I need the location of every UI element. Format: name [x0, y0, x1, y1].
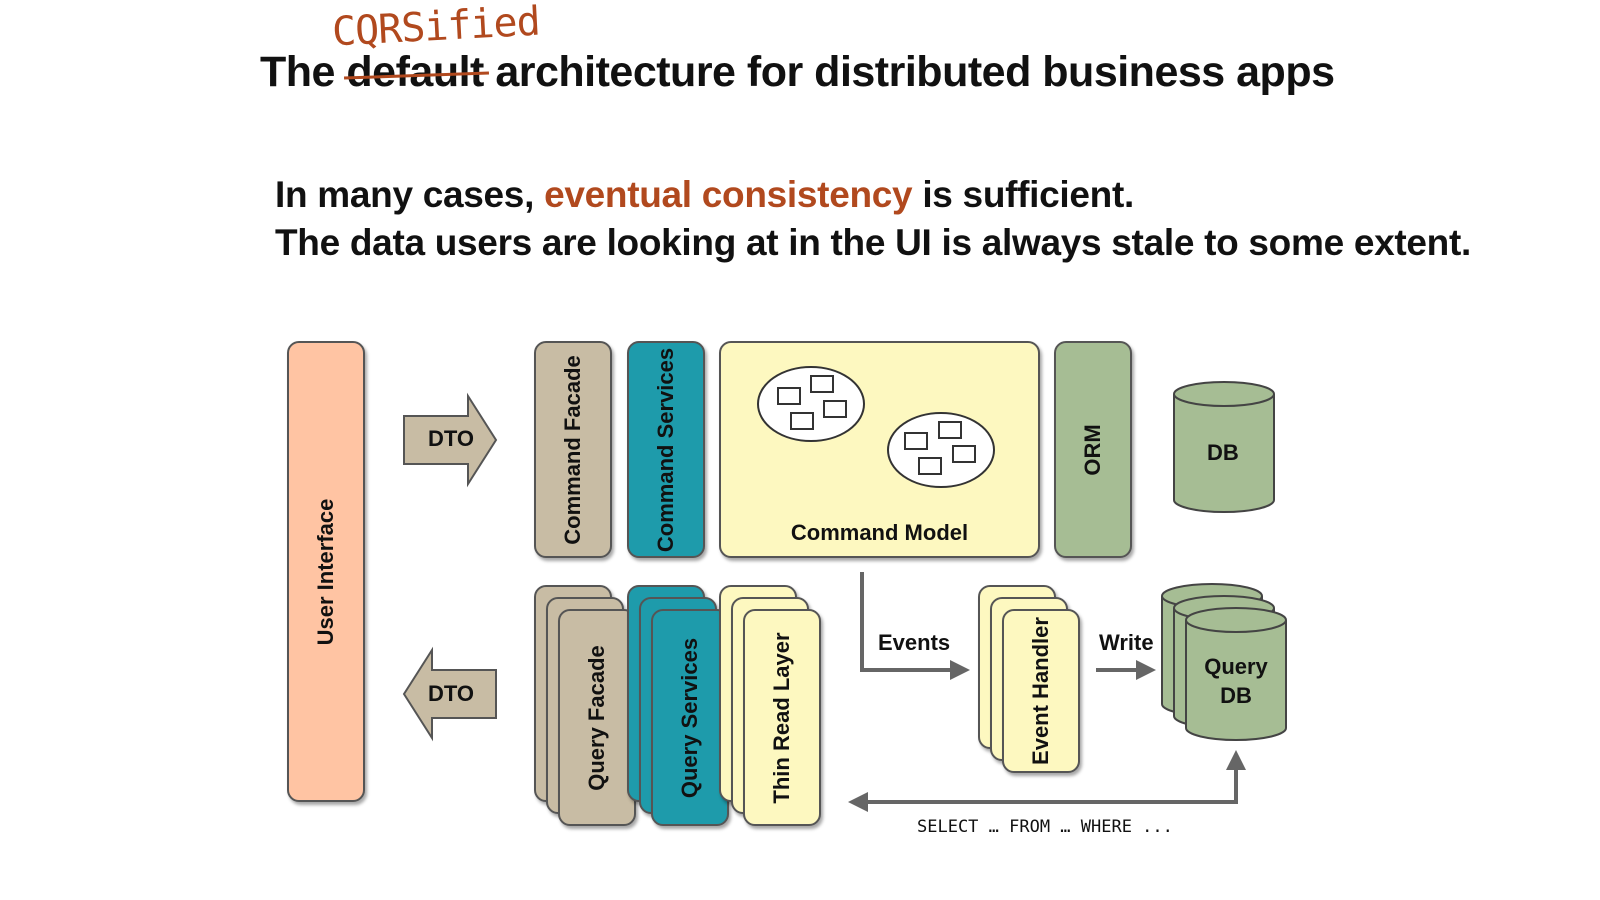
- select-arrowhead-left: [848, 792, 868, 812]
- thin-read-layer-box: Thin Read Layer: [743, 609, 821, 826]
- query-services-label: Query Services: [677, 637, 702, 798]
- db-cylinder: [1173, 381, 1275, 513]
- dto-arrow-left: [402, 646, 497, 742]
- thin-read-layer-label: Thin Read Layer: [769, 631, 794, 804]
- query-facade-box: Query Facade: [558, 609, 636, 826]
- event-handler-box: Event Handler: [1002, 609, 1080, 773]
- select-arrowhead-up: [1226, 750, 1246, 770]
- query-services-box: Query Services: [651, 609, 729, 826]
- command-facade-label: Command Facade: [560, 354, 585, 545]
- events-label: Events: [878, 630, 951, 655]
- aggregate-2: [887, 412, 995, 488]
- query-db-label: Query DB: [1204, 654, 1268, 708]
- subtitle-line-2: The data users are looking at in the UI …: [275, 222, 1471, 263]
- command-services-box: Command Services: [627, 341, 705, 558]
- dto-command-label: DTO: [428, 426, 475, 451]
- eventual-consistency-highlight: eventual consistency: [544, 174, 913, 215]
- struck-word: default: [344, 48, 490, 97]
- title-prefix: The: [260, 48, 335, 96]
- subtitle-line-1: In many cases, eventual consistency is s…: [275, 174, 1134, 215]
- user-interface-box: User Interface: [287, 341, 365, 802]
- sql-query-label: SELECT … FROM … WHERE ...: [917, 817, 1173, 837]
- user-interface-label: User Interface: [313, 498, 338, 645]
- events-arrow: [860, 572, 952, 672]
- dto-query-label: DTO: [428, 681, 475, 706]
- command-facade-box: Command Facade: [534, 341, 612, 558]
- command-services-label: Command Services: [653, 347, 678, 552]
- orm-box: ORM: [1054, 341, 1132, 558]
- orm-label: ORM: [1080, 423, 1105, 476]
- select-arrow: [866, 768, 1238, 804]
- slide-title: The default architecture for distributed…: [260, 48, 1335, 97]
- query-db-cylinders: [1161, 583, 1287, 741]
- write-arrowhead: [1136, 660, 1156, 680]
- title-rest: architecture for distributed business ap…: [495, 48, 1335, 96]
- db-label: DB: [1207, 440, 1239, 465]
- query-facade-label: Query Facade: [584, 644, 609, 791]
- write-label: Write: [1099, 630, 1154, 655]
- aggregate-1: [757, 366, 865, 442]
- event-handler-label: Event Handler: [1028, 617, 1053, 765]
- events-arrowhead: [950, 660, 970, 680]
- dto-arrow-right: [403, 392, 498, 488]
